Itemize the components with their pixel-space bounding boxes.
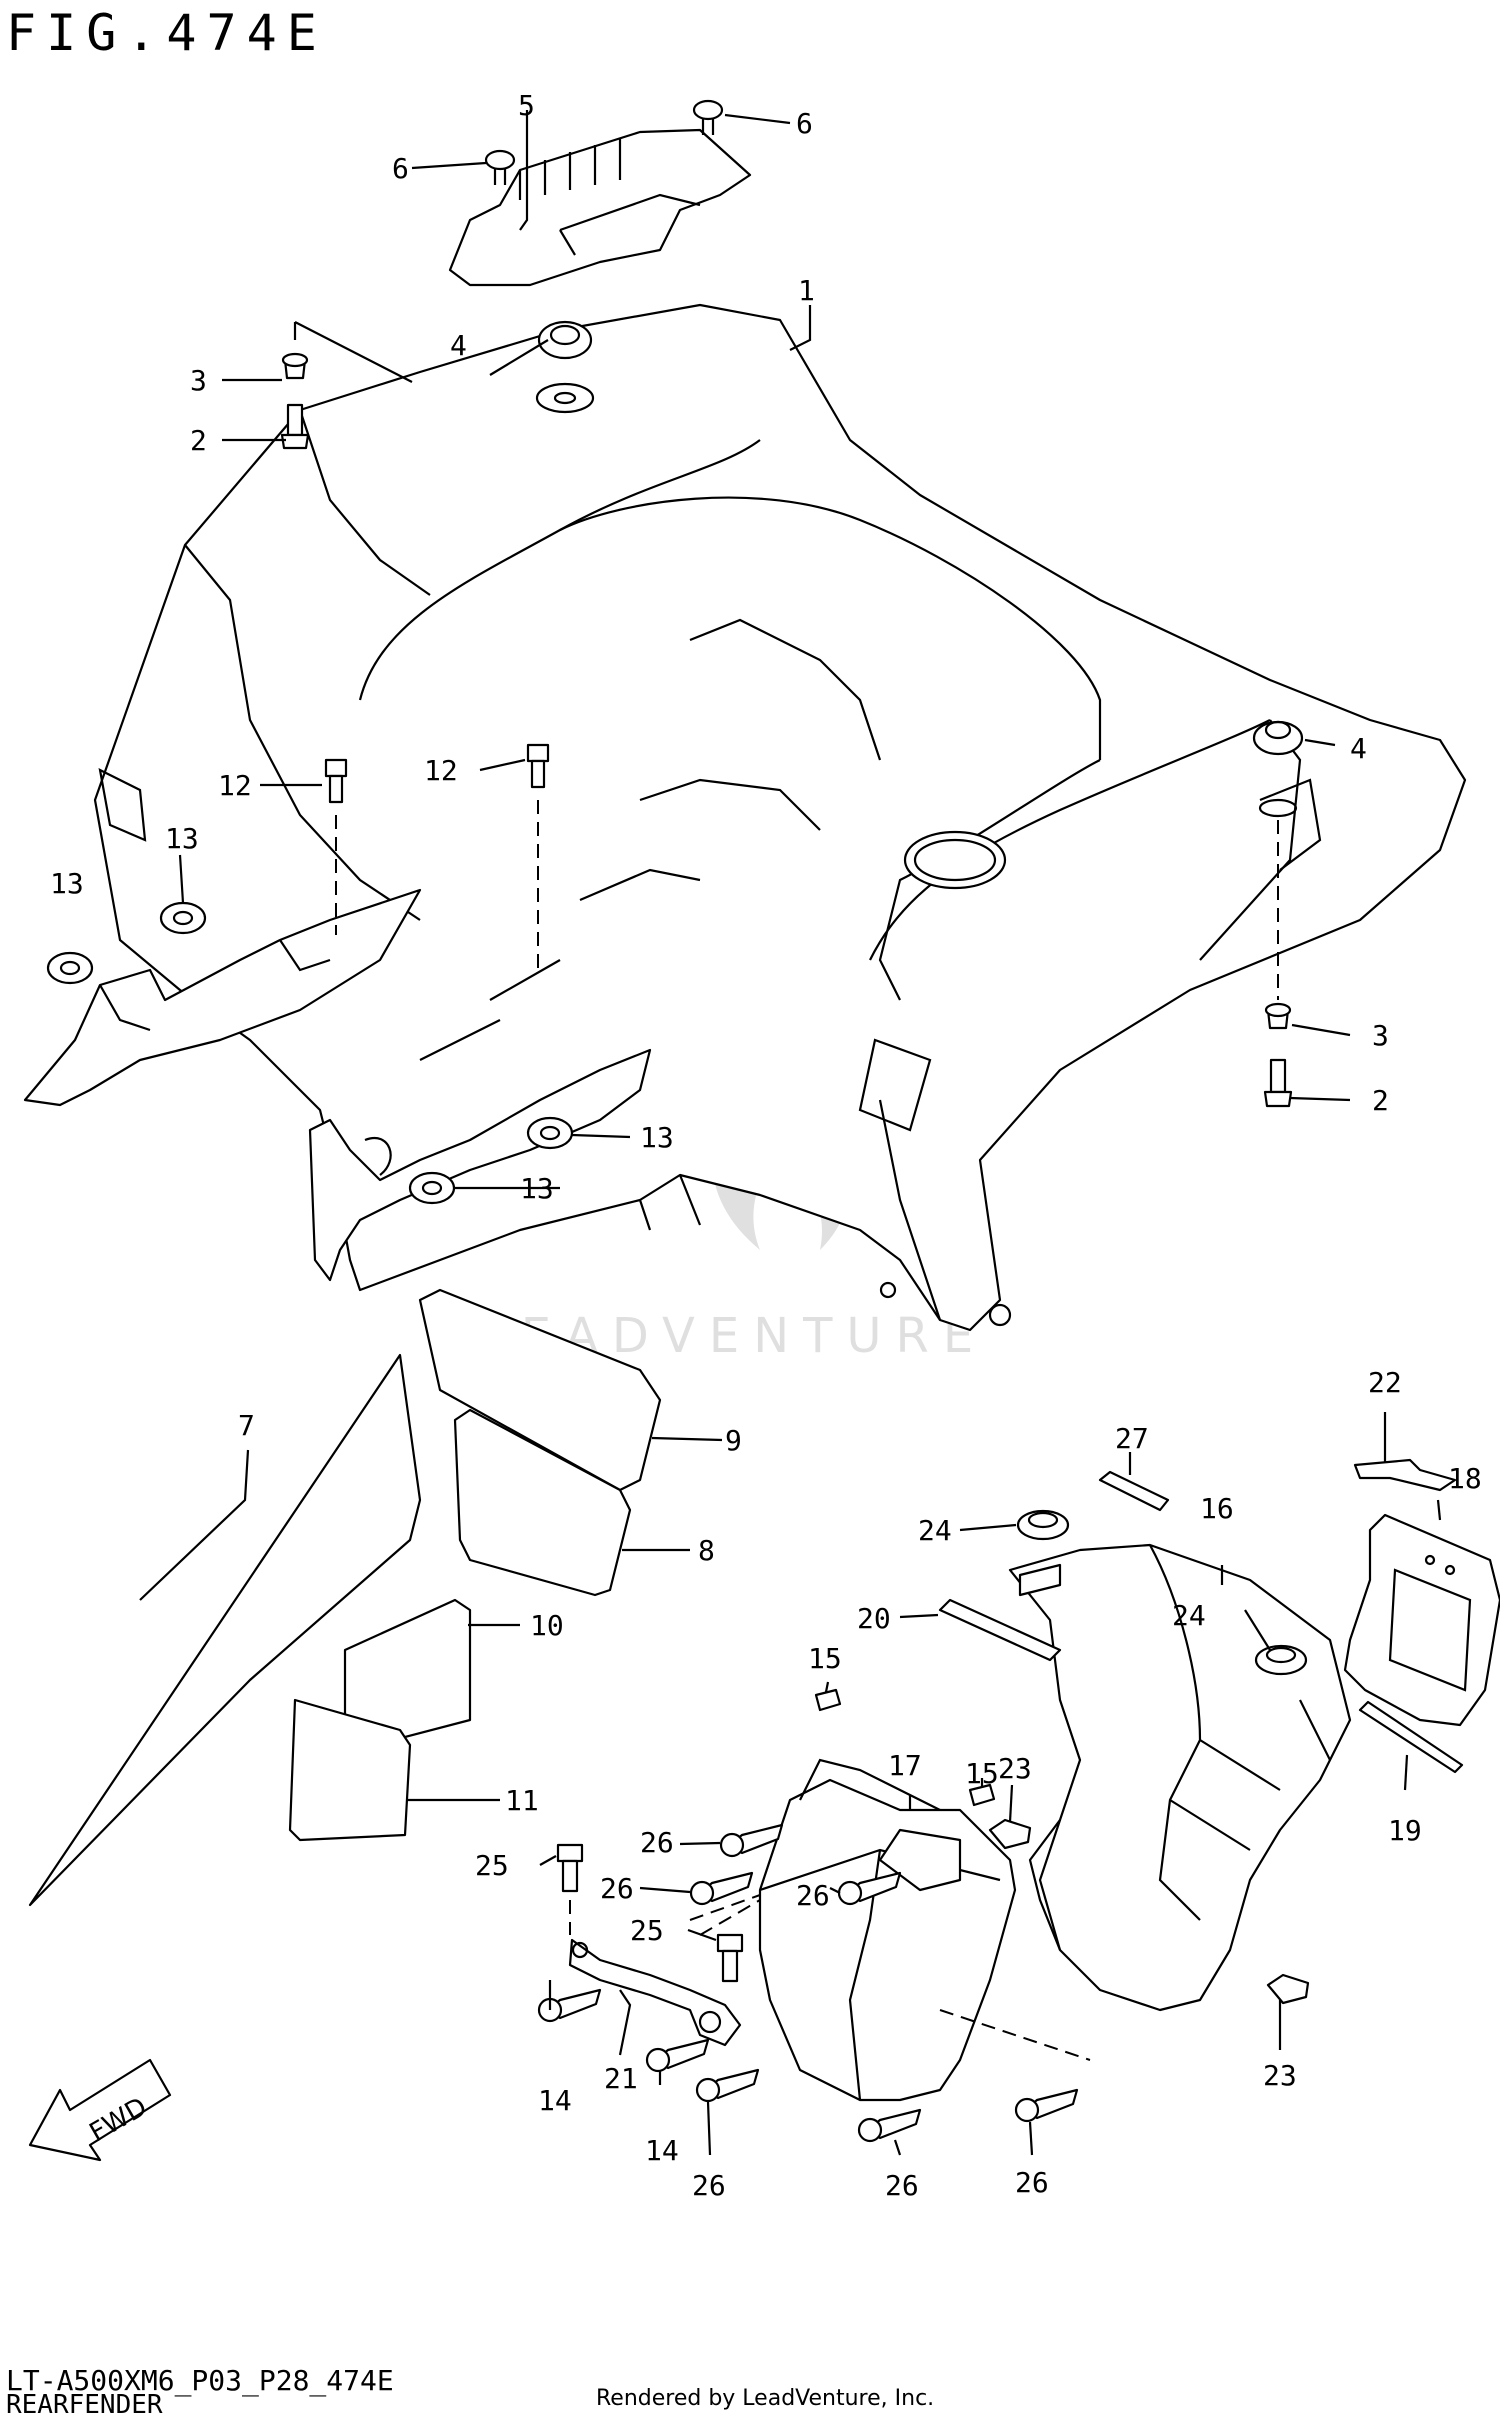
callout-21: 21 [604, 2062, 638, 2095]
figure-title: FIG.474E [6, 4, 327, 62]
strip-part-20 [938, 1598, 1062, 1662]
callout-3: 3 [190, 364, 207, 397]
callout-12: 12 [424, 754, 458, 787]
callout-6: 6 [392, 152, 409, 185]
cushion-part-15 [814, 1688, 996, 1807]
bolt-part-25 [556, 1843, 761, 1983]
callout-16: 16 [1200, 1492, 1234, 1525]
callout-22: 22 [1368, 1366, 1402, 1399]
callout-26: 26 [885, 2169, 919, 2202]
render-credit: Rendered by LeadVenture, Inc. [596, 2386, 935, 2411]
bracket-part-22 [1353, 1458, 1457, 1492]
callout-15: 15 [965, 1757, 999, 1790]
screw-parts [537, 1818, 1310, 2143]
callout-13: 13 [165, 822, 199, 855]
fasteners-left [280, 320, 595, 450]
callout-26: 26 [1015, 2166, 1049, 2199]
callout-26: 26 [600, 1872, 634, 1905]
callout-12: 12 [218, 769, 252, 802]
fender-rail-left [23, 888, 652, 1282]
callout-17: 17 [888, 1749, 922, 1782]
callout-10: 10 [530, 1609, 564, 1642]
callout-20: 20 [857, 1602, 891, 1635]
strip-part-19 [1358, 1700, 1464, 1774]
clip-part-6 [484, 99, 724, 185]
callout-24: 24 [1172, 1599, 1206, 1632]
decal-part-9 [418, 1288, 662, 1492]
callout-27: 27 [1115, 1422, 1149, 1455]
strip-part-27 [1098, 1470, 1170, 1512]
grommet-part-24 [1016, 1509, 1308, 1676]
callout-14: 14 [538, 2084, 572, 2117]
callout-2: 2 [190, 424, 207, 457]
callout-labels: 1 2 2 3 3 4 4 5 6 6 7 8 9 10 11 12 12 13… [50, 89, 1482, 2202]
fasteners-right [1252, 720, 1304, 1108]
callout-13: 13 [640, 1121, 674, 1154]
callout-6: 6 [796, 107, 813, 140]
callout-2: 2 [1372, 1084, 1389, 1117]
fwd-arrow-icon: FWD [28, 2058, 172, 2162]
flap-part-18 [1343, 1513, 1500, 1727]
decal-part-8 [453, 1408, 632, 1597]
callout-13: 13 [50, 867, 84, 900]
section-name: REARFENDER [6, 2390, 163, 2420]
callout-25: 25 [630, 1914, 664, 1947]
callout-5: 5 [518, 89, 535, 122]
decal-part-7 [28, 1353, 422, 1907]
callout-4: 4 [450, 329, 467, 362]
bracket-part-5 [448, 128, 752, 287]
callout-15: 15 [808, 1642, 842, 1675]
callout-4: 4 [1350, 732, 1367, 765]
callout-26: 26 [640, 1826, 674, 1859]
callout-3: 3 [1372, 1019, 1389, 1052]
callout-24: 24 [918, 1514, 952, 1547]
leader-lines [139, 110, 1442, 2156]
callout-23: 23 [1263, 2059, 1297, 2092]
callout-19: 19 [1388, 1814, 1422, 1847]
diagram-code: LT-A500XM6_P03_P28_474E [6, 2364, 394, 2397]
callout-7: 7 [238, 1409, 255, 1442]
callout-25: 25 [475, 1849, 509, 1882]
callout-1: 1 [798, 274, 815, 307]
bracket-part-21 [568, 1938, 742, 2047]
callout-8: 8 [698, 1534, 715, 1567]
callout-14: 14 [645, 2134, 679, 2167]
callout-11: 11 [505, 1784, 539, 1817]
callout-23: 23 [998, 1752, 1032, 1785]
storage-box-part-17 [758, 1758, 1017, 2102]
callout-9: 9 [725, 1424, 742, 1457]
grommet-part-13 [46, 901, 574, 1205]
decal-part-11 [288, 1698, 412, 1842]
rear-fender-part-1 [93, 303, 1467, 1332]
callout-18: 18 [1448, 1462, 1482, 1495]
callout-26: 26 [796, 1879, 830, 1912]
callout-13: 13 [520, 1172, 554, 1205]
bolt-part-12 [324, 743, 550, 970]
callout-26: 26 [692, 2169, 726, 2202]
